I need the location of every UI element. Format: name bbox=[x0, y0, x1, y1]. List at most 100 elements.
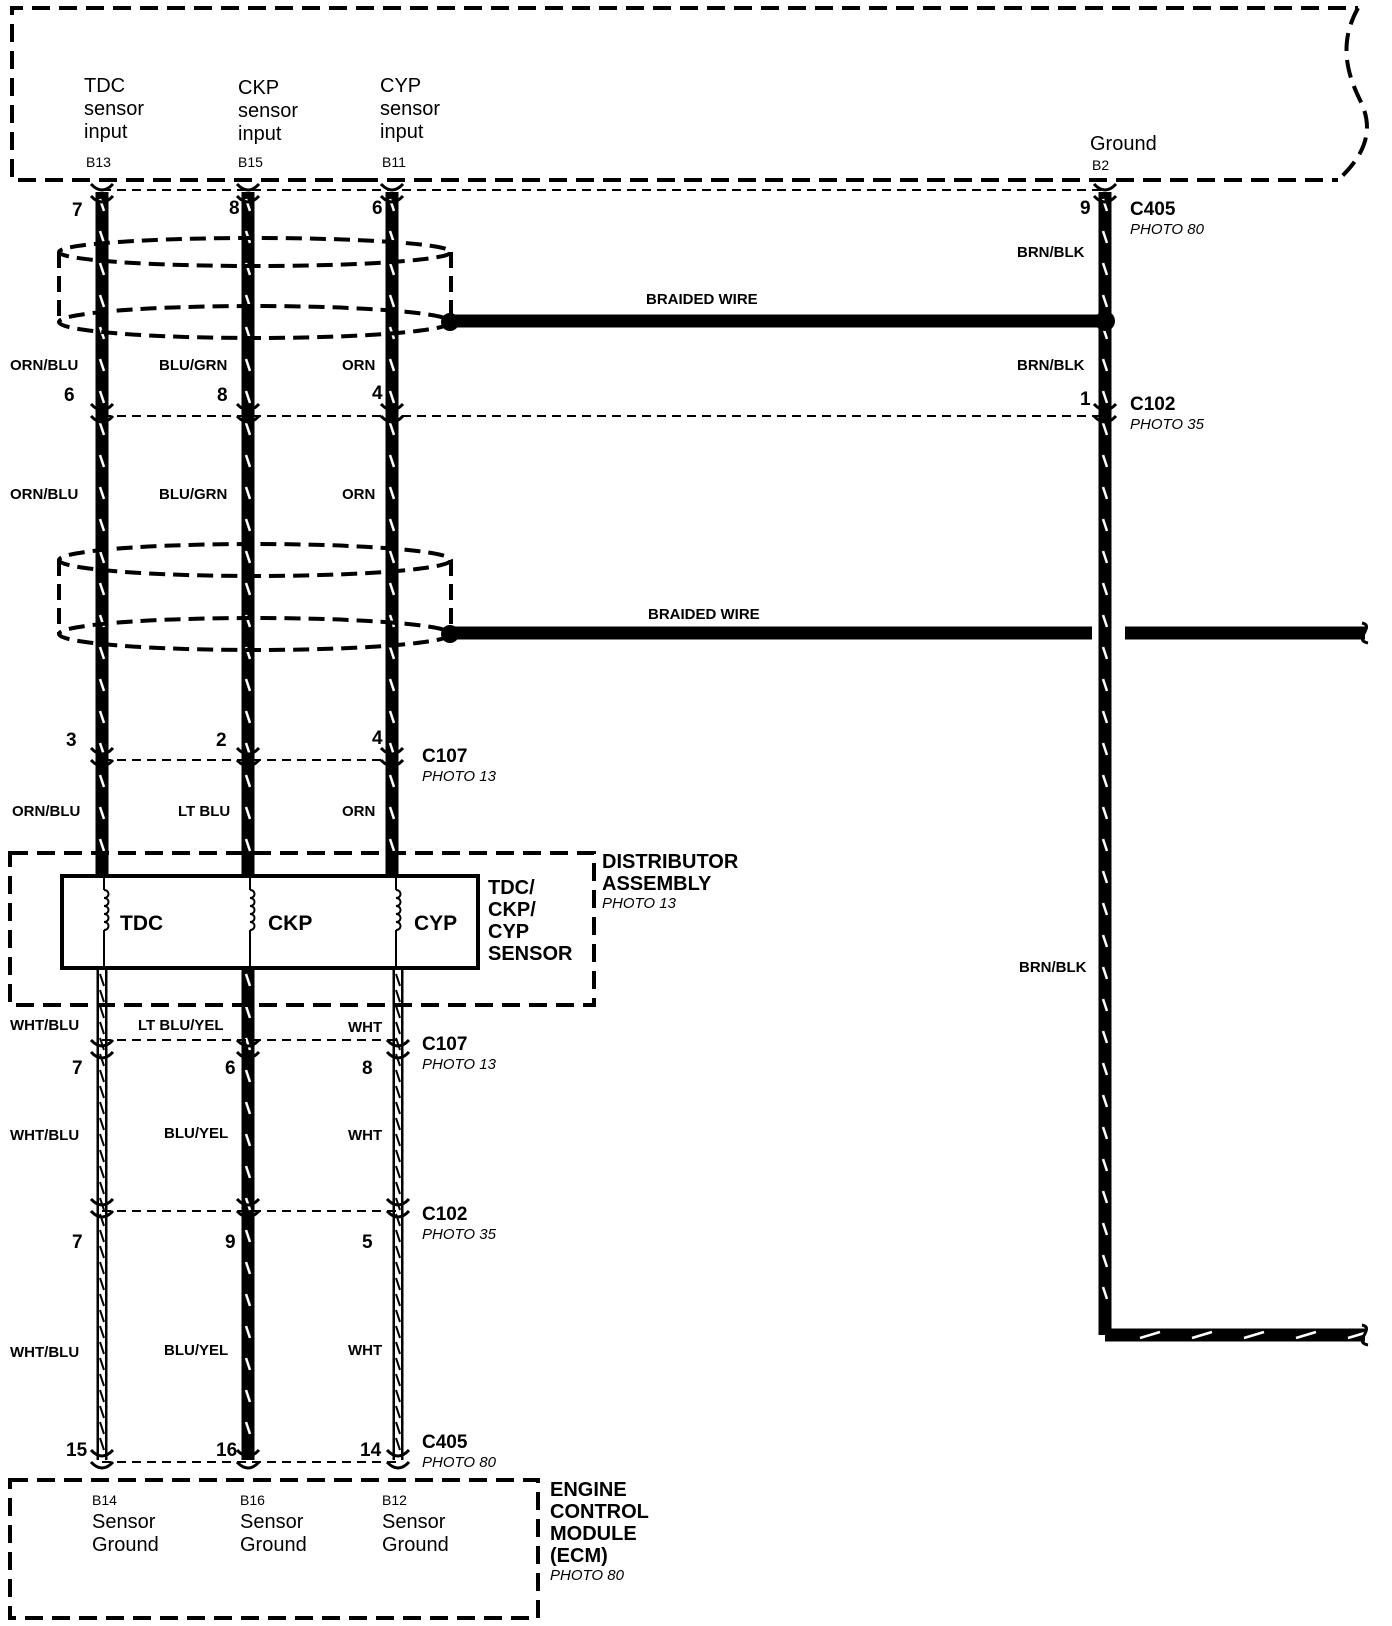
stripe-tick bbox=[1101, 1062, 1109, 1076]
c405-bottom-pins: 15 16 14 bbox=[66, 1440, 382, 1461]
stripe-tick bbox=[244, 973, 252, 987]
svg-text:6: 6 bbox=[372, 198, 383, 219]
stripe-tick-dark bbox=[395, 1229, 401, 1243]
stripe-tick-dark bbox=[99, 1293, 105, 1307]
stripe-tick bbox=[244, 1069, 252, 1083]
c102-bottom-label: C102 PHOTO 35 bbox=[422, 1204, 497, 1243]
svg-text:Ground: Ground bbox=[382, 1534, 449, 1556]
svg-text:BRN/BLK: BRN/BLK bbox=[1019, 959, 1087, 976]
stripe-tick bbox=[98, 262, 106, 276]
svg-text:TDC: TDC bbox=[120, 912, 163, 935]
svg-text:7: 7 bbox=[72, 1058, 83, 1079]
stripe-tick-dark bbox=[99, 1149, 105, 1163]
stripe-tick bbox=[1101, 934, 1109, 948]
stripe-tick bbox=[388, 358, 396, 372]
stripe-tick bbox=[98, 454, 106, 468]
svg-text:input: input bbox=[84, 121, 128, 143]
connector-chevron bbox=[385, 1460, 411, 1470]
stripe-tick bbox=[1101, 646, 1109, 660]
connector-chevron bbox=[235, 194, 261, 204]
stripe-tick-dark bbox=[395, 1421, 401, 1435]
connector-chevron bbox=[385, 1448, 411, 1458]
c107-bottom-pins: 7 6 8 bbox=[72, 1058, 373, 1079]
stripe-tick bbox=[244, 838, 252, 852]
stripe-tick bbox=[388, 294, 396, 308]
connector-chevron bbox=[235, 746, 261, 756]
stripe-tick-dark bbox=[99, 1037, 105, 1051]
svg-text:14: 14 bbox=[360, 1440, 382, 1461]
stripe-tick-dark bbox=[99, 989, 105, 1003]
c102-top-label: C102 PHOTO 35 bbox=[1130, 394, 1205, 433]
stripe-tick bbox=[1101, 1094, 1109, 1108]
stripe-tick-dark bbox=[99, 1117, 105, 1131]
stripe-tick-dark bbox=[395, 1293, 401, 1307]
svg-text:ORN/BLU: ORN/BLU bbox=[10, 486, 78, 503]
svg-text:input: input bbox=[238, 123, 282, 145]
stripe-tick bbox=[98, 486, 106, 500]
svg-text:PHOTO 80: PHOTO 80 bbox=[422, 1454, 497, 1471]
stripe-tick-dark bbox=[99, 1277, 105, 1291]
svg-text:C107: C107 bbox=[422, 1034, 467, 1055]
stripe-tick bbox=[1101, 454, 1109, 468]
ecm-top-box bbox=[10, 6, 1369, 182]
svg-text:TDC: TDC bbox=[84, 75, 125, 97]
c405-bottom-label: C405 PHOTO 80 bbox=[422, 1432, 497, 1471]
svg-text:BRN/BLK: BRN/BLK bbox=[1017, 357, 1085, 374]
stripe-tick bbox=[1101, 902, 1109, 916]
svg-text:sensor: sensor bbox=[84, 98, 144, 120]
svg-text:6: 6 bbox=[225, 1058, 236, 1079]
connector-chevron bbox=[89, 414, 115, 424]
connector-chevron bbox=[379, 182, 405, 192]
stripe-tick bbox=[1295, 1330, 1317, 1340]
stripe-tick bbox=[1101, 358, 1109, 372]
stripe-tick-dark bbox=[99, 1165, 105, 1179]
stripe-tick bbox=[388, 550, 396, 564]
stripe-tick bbox=[1101, 1126, 1109, 1140]
distributor-assembly-label: DISTRIBUTOR ASSEMBLY PHOTO 13 bbox=[602, 851, 739, 912]
stripe-tick bbox=[244, 1325, 252, 1339]
svg-text:9: 9 bbox=[1080, 198, 1091, 219]
stripe-tick-dark bbox=[395, 1245, 401, 1259]
svg-text:8: 8 bbox=[229, 198, 240, 219]
stripe-tick bbox=[1101, 870, 1109, 884]
svg-text:WHT: WHT bbox=[348, 1019, 382, 1036]
ecm-top-pin-ckp: CKP sensor input B15 bbox=[238, 77, 298, 170]
stripe-tick bbox=[244, 710, 252, 724]
stripe-tick bbox=[98, 806, 106, 820]
stripe-tick-dark bbox=[99, 1405, 105, 1419]
svg-text:ORN: ORN bbox=[342, 803, 375, 820]
stripe-tick-dark bbox=[395, 1133, 401, 1147]
connector-chevron bbox=[235, 182, 261, 192]
svg-text:sensor: sensor bbox=[380, 98, 440, 120]
svg-text:WHT: WHT bbox=[348, 1342, 382, 1359]
stripe-tick bbox=[244, 1005, 252, 1019]
stripe-tick-dark bbox=[99, 1181, 105, 1195]
ecm-bottom-pin-b16: B16 Sensor Ground bbox=[240, 1492, 307, 1556]
svg-text:PHOTO 13: PHOTO 13 bbox=[422, 1056, 497, 1073]
connector-chevron bbox=[235, 1050, 261, 1060]
c102-top-pins: 6 8 4 1 bbox=[64, 383, 1091, 410]
wire-colors-row6: WHT/BLU BLU/YEL WHT bbox=[10, 1342, 382, 1361]
ecm-top-pin-ground: Ground B2 bbox=[1090, 133, 1157, 173]
stripe-tick-dark bbox=[395, 1261, 401, 1275]
svg-text:B16: B16 bbox=[240, 1492, 265, 1508]
svg-text:PHOTO 80: PHOTO 80 bbox=[1130, 221, 1205, 238]
stripe-tick bbox=[98, 422, 106, 436]
stripe-tick-dark bbox=[99, 1357, 105, 1371]
stripe-tick bbox=[244, 550, 252, 564]
stripe-tick-dark bbox=[395, 1357, 401, 1371]
ecm-bottom-pin-b12: B12 Sensor Ground bbox=[382, 1492, 449, 1556]
stripe-tick-dark bbox=[395, 1325, 401, 1339]
shield-1-junction bbox=[441, 313, 459, 331]
connector-chevron bbox=[89, 1197, 115, 1207]
svg-text:BLU/GRN: BLU/GRN bbox=[159, 357, 227, 374]
stripe-tick-dark bbox=[395, 1069, 401, 1083]
stripe-tick bbox=[388, 486, 396, 500]
stripe-tick bbox=[244, 1037, 252, 1051]
svg-text:PHOTO 13: PHOTO 13 bbox=[602, 895, 677, 912]
svg-text:Ground: Ground bbox=[92, 1534, 159, 1556]
svg-text:B15: B15 bbox=[238, 154, 263, 170]
svg-text:Ground: Ground bbox=[240, 1534, 307, 1556]
connector-chevron bbox=[1092, 414, 1118, 424]
connector-chevron bbox=[235, 758, 261, 768]
